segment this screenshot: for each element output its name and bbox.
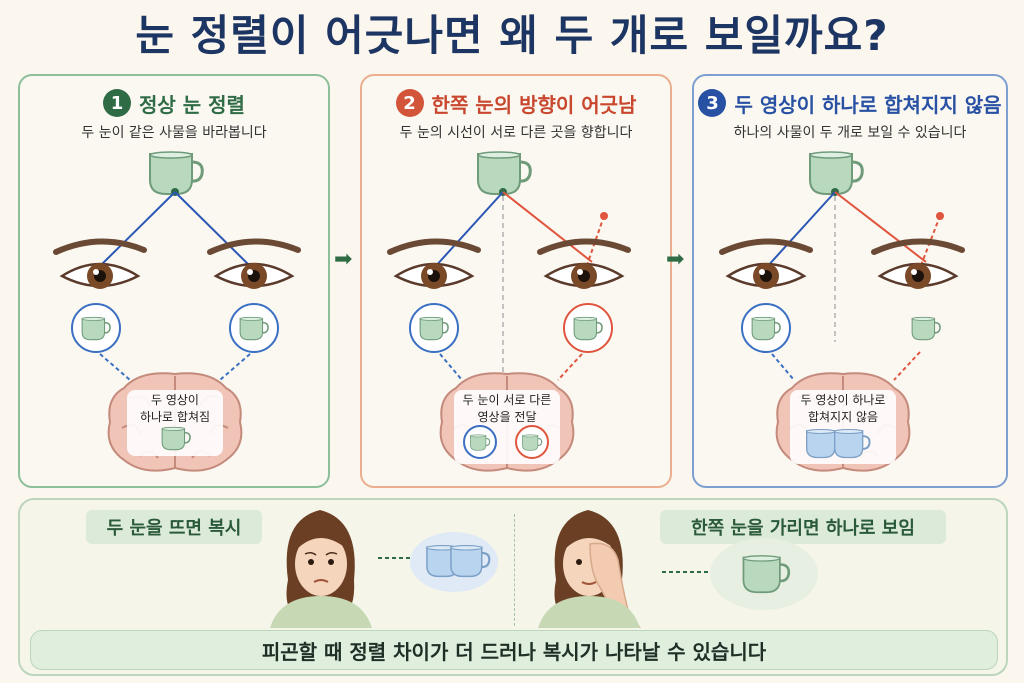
- brain-caption: 두 영상이 하나로 합쳐짐: [139, 393, 211, 424]
- panel-subtitle: 두 눈의 시선이 서로 다른 곳을 향합니다: [399, 125, 633, 141]
- normal-alignment-illustration: [20, 150, 332, 472]
- cup-icon: [808, 150, 864, 196]
- woman-covering-eye-illustration: [538, 510, 818, 628]
- footer-note: 피곤할 때 정렬 차이가 더 드러나 복시가 나타날 수 있습니다: [30, 630, 998, 670]
- deviated-eye-icon: [874, 241, 962, 289]
- one-eye-covered-label: 한쪽 눈을 가리면 하나로 보임: [660, 510, 946, 544]
- left-eye-icon: [722, 241, 810, 289]
- brain-caption: 두 눈이 서로 다른 영상을 전달: [462, 393, 552, 424]
- page-title: 눈 정렬이 어긋나면 왜 두 개로 보일까요?: [135, 11, 889, 60]
- panel-subtitle: 하나의 사물이 두 개로 보일 수 있습니다: [733, 125, 967, 141]
- panel-heading: 3 두 영상이 하나로 합쳐지지 않음: [694, 86, 1006, 120]
- cup-icon: [476, 150, 532, 196]
- step-number: 2: [395, 89, 424, 117]
- panel-heading: 1 정상 눈 정렬: [20, 86, 328, 120]
- double-vision-illustration: [694, 150, 1010, 472]
- woman-double-vision-illustration: [270, 510, 498, 628]
- right-view-cup-icon: [911, 316, 941, 341]
- panel-title: 한쪽 눈의 방향이 어긋남: [431, 92, 637, 117]
- step-number: 3: [698, 89, 727, 117]
- comparison-section: 두 눈을 뜨면 복시 한쪽 눈을 가리면 하나로 보임 피곤할 때 정렬 차이가…: [18, 498, 1008, 676]
- step-number: 1: [103, 89, 132, 117]
- panel-normal-alignment: 1 정상 눈 정렬 두 눈이 같은 사물을 바라봅니다 두 영상이 하나로 합쳐…: [18, 74, 330, 488]
- section-divider: [514, 514, 515, 626]
- brain-caption: 두 영상이 하나로 합쳐지지 않음: [800, 393, 886, 424]
- misaligned-illustration: [362, 150, 674, 472]
- panel-subtitle: 두 눈이 같은 사물을 바라봅니다: [81, 125, 267, 141]
- arrow-right-icon: ➡: [334, 247, 353, 272]
- right-eye-icon: [210, 241, 298, 289]
- panel-misaligned-eye: 2 한쪽 눈의 방향이 어긋남 두 눈의 시선이 서로 다른 곳을 향합니다 두…: [360, 74, 672, 488]
- left-eye-icon: [56, 241, 144, 289]
- panel-title: 두 영상이 하나로 합쳐지지 않음: [734, 92, 1002, 117]
- arrow-right-icon: ➡: [666, 247, 685, 272]
- panel-double-vision: 3 두 영상이 하나로 합쳐지지 않음 하나의 사물이 두 개로 보일 수 있습…: [692, 74, 1008, 488]
- deviated-eye-icon: [540, 241, 628, 289]
- panel-heading: 2 한쪽 눈의 방향이 어긋남: [362, 86, 670, 120]
- both-eyes-label: 두 눈을 뜨면 복시: [86, 510, 262, 544]
- cup-icon: [148, 150, 204, 196]
- left-eye-icon: [390, 241, 478, 289]
- panel-title: 정상 눈 정렬: [139, 92, 245, 117]
